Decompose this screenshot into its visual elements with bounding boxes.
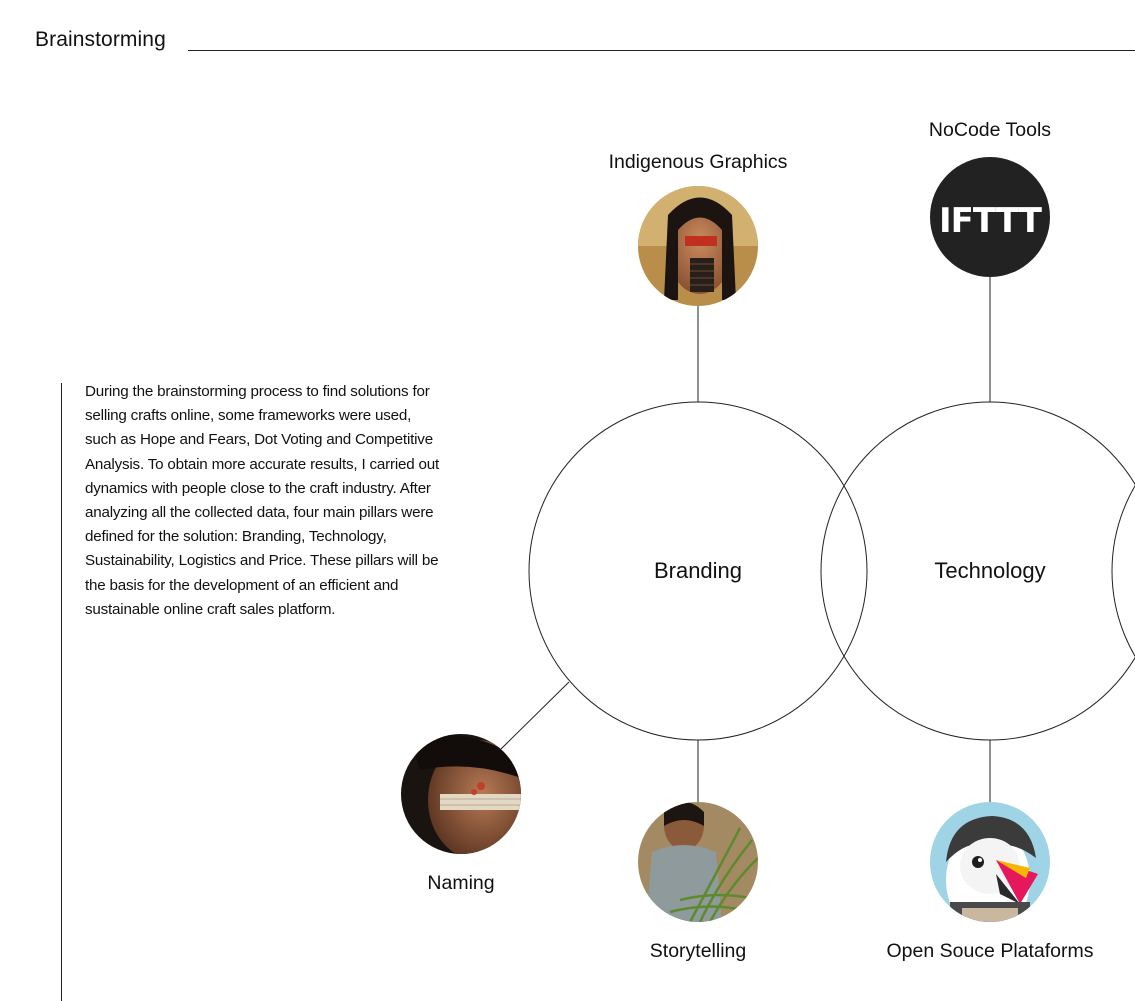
description-rule xyxy=(61,383,62,1001)
prestashop-logo xyxy=(930,802,1050,922)
title-divider xyxy=(188,50,1135,51)
ifttt-wordmark: IFTTT xyxy=(939,201,1043,241)
node-label-open-source-platforms: Open Souce Plataforms xyxy=(886,940,1094,962)
page-title: Brainstorming xyxy=(35,28,166,51)
description-text: During the brainstorming process to find… xyxy=(85,383,440,618)
naming-photo xyxy=(401,734,521,854)
node-label-indigenous-graphics: Indigenous Graphics xyxy=(608,151,788,173)
connector-naming xyxy=(500,681,570,750)
pillar-circle-branding xyxy=(528,401,868,741)
indigenous-graphics-photo xyxy=(638,186,758,306)
node-label-naming: Naming xyxy=(427,872,495,894)
storytelling-photo xyxy=(638,802,758,922)
pillar-circle-offscreen xyxy=(1111,484,1135,658)
pillar-label-branding: Branding xyxy=(653,558,743,583)
pillar-circle-technology xyxy=(820,401,1135,741)
node-label-nocode-tools: NoCode Tools xyxy=(928,119,1052,141)
node-label-storytelling: Storytelling xyxy=(649,940,747,962)
pillar-label-technology: Technology xyxy=(934,558,1046,583)
ifttt-logo: IFTTT xyxy=(930,157,1050,277)
